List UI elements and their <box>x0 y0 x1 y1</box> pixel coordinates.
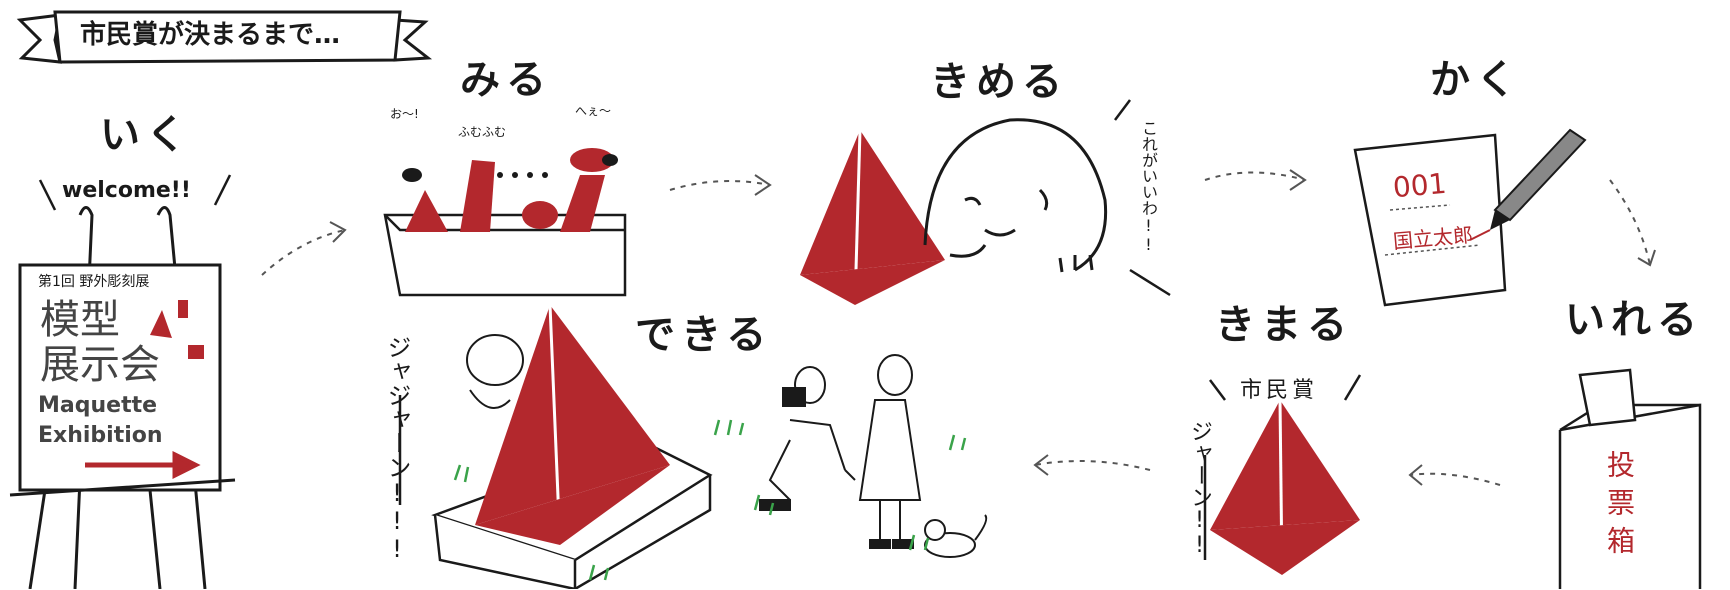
sign-cube-icon <box>188 345 204 359</box>
sign-edition: 第1回 野外彫刻展 <box>38 274 150 290</box>
sign-title-line2: 展示会 <box>40 342 160 388</box>
flow-arrows <box>261 171 1651 486</box>
title-banner <box>16 10 433 64</box>
woman-face <box>923 118 1108 273</box>
viewer-exclaim-middle: ふむふむ <box>458 125 507 139</box>
viewer-faces <box>402 154 618 182</box>
viewer-exclaim-left: お〜! <box>390 107 419 121</box>
banner-title: 市民賞が決まるまで… <box>80 20 341 50</box>
ballot-paper <box>1353 133 1507 307</box>
grass <box>453 419 967 581</box>
complete-fanfare: ジャジャーン!!! <box>383 335 411 563</box>
ballot-name: 国立太郎 <box>1392 222 1474 254</box>
sign-english-line2: Exhibition <box>38 423 163 448</box>
arrow-heads <box>329 169 1656 486</box>
sign-title-line1: 模型 <box>40 297 120 343</box>
sign-pyramid-icon <box>150 310 172 338</box>
large-pyramid-decide <box>800 129 945 306</box>
award-burst-lines <box>1209 374 1362 401</box>
step-label-kimeru: きめる <box>930 59 1068 105</box>
speech-lines <box>1114 99 1171 297</box>
cat <box>924 514 988 558</box>
sign-block-icon <box>178 300 188 318</box>
ballot-box <box>1558 368 1702 589</box>
award-label: 市民賞 <box>1240 378 1319 403</box>
completed-pyramid <box>475 304 670 546</box>
arrow-right-icon <box>85 450 201 480</box>
pencil-icon <box>1469 128 1587 241</box>
viewer-exclaim-right: へぇ〜 <box>575 104 612 118</box>
maquette-models <box>405 148 614 232</box>
step-label-miru: みる <box>460 57 552 103</box>
photographer <box>759 366 856 511</box>
step-label-iku: いく <box>100 112 192 158</box>
step-label-ireru: いれる <box>1565 297 1703 343</box>
step-label-kaku: かく <box>1430 57 1522 103</box>
sign-welcome: welcome!! <box>62 178 191 203</box>
step-label-dekiru: できる <box>635 312 773 358</box>
step-label-kimaru: きまる <box>1215 302 1353 348</box>
award-fanfare: ジャーン!! <box>1187 420 1212 558</box>
decide-speech: これがいいわ!! <box>1139 120 1158 254</box>
welcome-lines <box>38 174 232 211</box>
award-pyramid <box>1210 399 1360 576</box>
sign-english-line1: Maquette <box>38 393 158 418</box>
ballot-number: 001 <box>1391 166 1448 205</box>
girl-peek <box>466 334 524 409</box>
girl-standing <box>858 354 922 549</box>
ballot-box-label: 投票箱 <box>1603 450 1636 564</box>
